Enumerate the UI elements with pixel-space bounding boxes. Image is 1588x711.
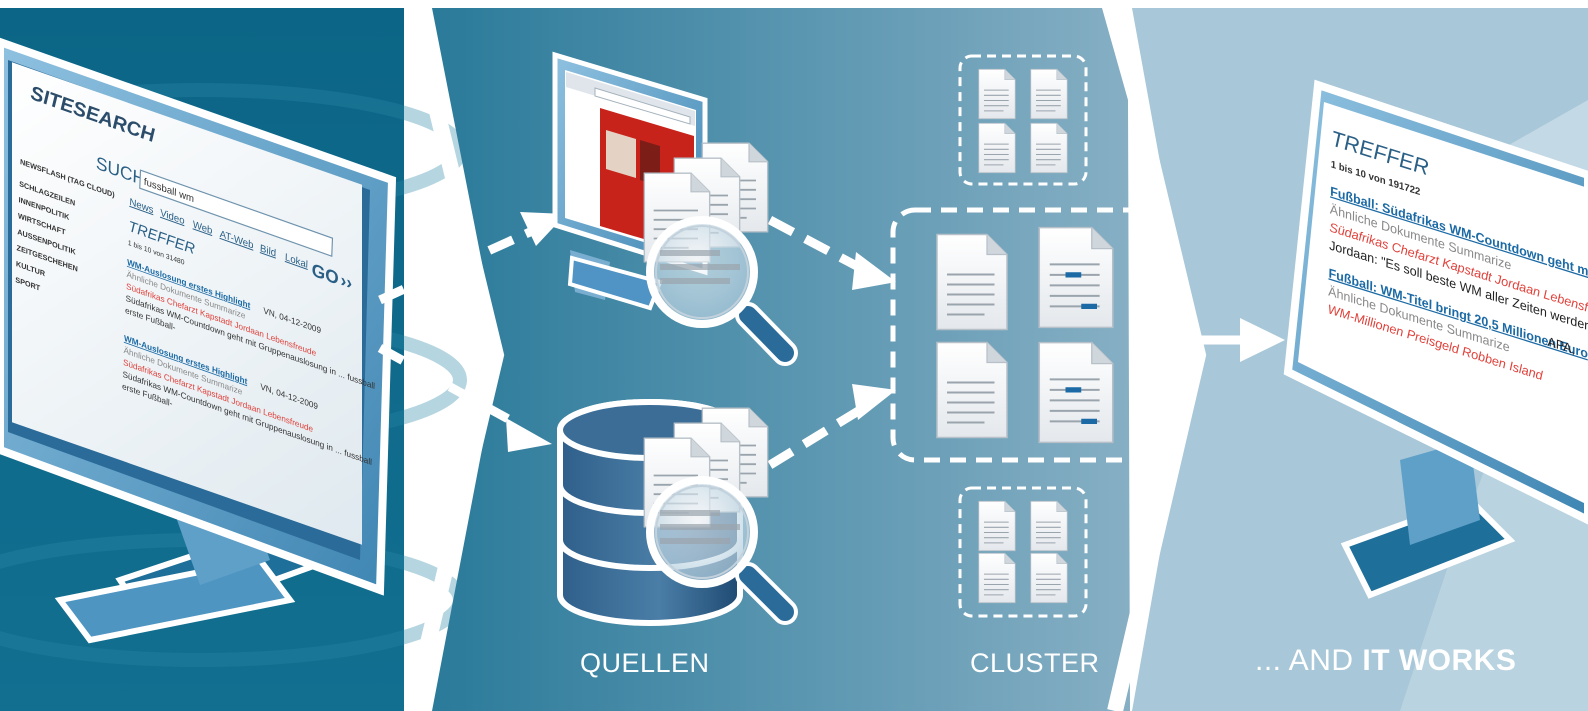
monitor-icon: [1283, 79, 1588, 599]
caption-result-bold: IT WORKS: [1362, 644, 1517, 677]
arrow-icon: [377, 216, 871, 469]
magnifier-icon: [646, 476, 798, 625]
cluster-small-bottom: [958, 486, 1088, 618]
search-input[interactable]: [139, 169, 334, 258]
cluster-main: [890, 207, 1153, 463]
arrow-icon: [1152, 318, 1285, 362]
magnifier-icon: [646, 216, 798, 366]
monitor-icon: [0, 37, 397, 644]
go-arrow-icon: ››: [340, 270, 352, 294]
caption-result-prefix: ... AND: [1255, 644, 1363, 677]
caption-result: ... AND IT WORKS: [1255, 644, 1516, 678]
caption-cluster: CLUSTER: [970, 648, 1100, 678]
monitor-icon: [552, 51, 708, 311]
cluster-small-top: [958, 54, 1088, 186]
caption-sources: QUELLEN: [580, 648, 710, 678]
